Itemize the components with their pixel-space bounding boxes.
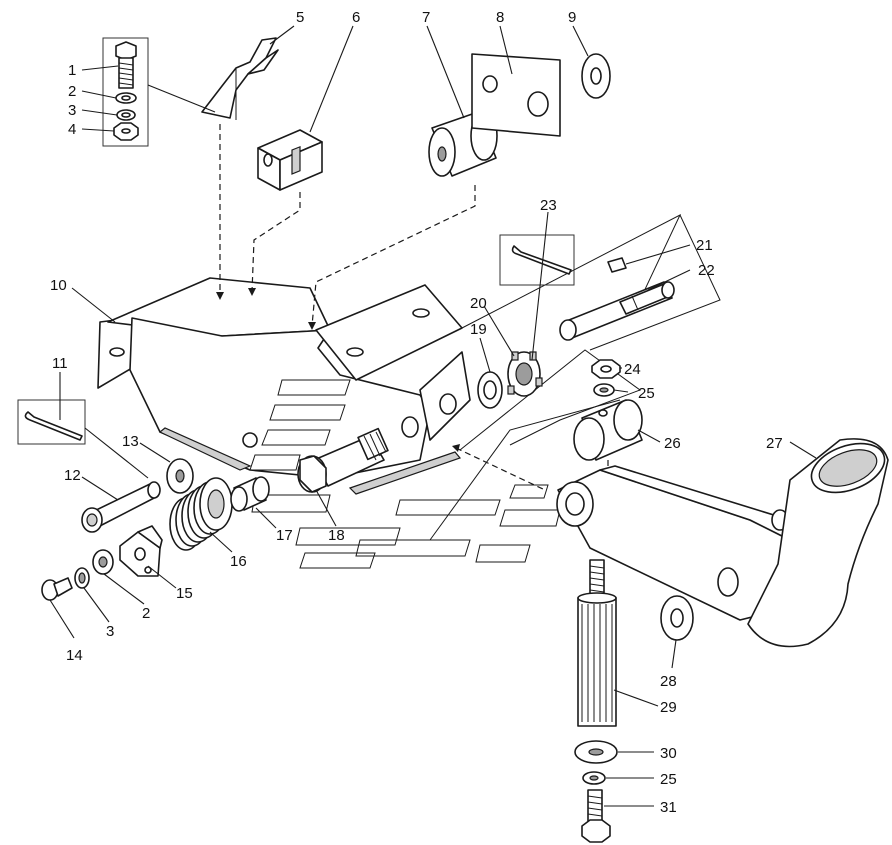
callout-16: 16 — [230, 553, 247, 570]
washer-part-2 — [92, 549, 114, 575]
callout-28: 28 — [660, 673, 677, 690]
callout-3-lower: 3 — [106, 623, 114, 640]
callout-18: 18 — [328, 527, 345, 544]
bolt-part-18 — [297, 427, 389, 493]
screw-part-14 — [41, 577, 73, 601]
bolt-part-31 — [581, 789, 611, 843]
spring-part-16 — [169, 477, 233, 551]
callout-23: 23 — [540, 197, 557, 214]
assembly-lines-top — [216, 124, 476, 330]
key-part-21 — [607, 257, 627, 273]
callout-26: 26 — [664, 435, 681, 452]
cotter-pin-part-23 — [499, 234, 575, 286]
cylinder-part-26 — [573, 399, 643, 461]
plate-part-8 — [471, 53, 561, 137]
callout-10: 10 — [50, 277, 67, 294]
callout-14: 14 — [66, 647, 83, 664]
leader-lines — [49, 25, 817, 807]
callout-21: 21 — [696, 237, 713, 254]
washer-part-13 — [166, 458, 194, 494]
callout-25-lower: 25 — [660, 771, 677, 788]
callout-19: 19 — [470, 321, 487, 338]
lever-part-27 — [556, 438, 889, 648]
lock-washer-part-25-upper — [593, 383, 615, 397]
boss-bracket-part-15 — [119, 525, 163, 577]
lock-washer-part-25-lower — [582, 771, 606, 785]
nut-part-24 — [591, 359, 621, 379]
washer-part-9 — [581, 53, 611, 99]
callout-20: 20 — [470, 295, 487, 312]
callout-24: 24 — [624, 361, 641, 378]
bracket-part-10 — [97, 277, 471, 495]
threaded-rod-part-29 — [577, 559, 617, 727]
callout-6: 6 — [352, 9, 360, 26]
clip-part-5 — [147, 37, 279, 120]
shaft-part-22 — [559, 281, 675, 341]
callout-3: 3 — [68, 102, 76, 119]
cotter-pin-part-11 — [17, 399, 149, 479]
callout-30: 30 — [660, 745, 677, 762]
callout-2-lower: 2 — [142, 605, 150, 622]
callout-15: 15 — [176, 585, 193, 602]
washer-part-28 — [660, 595, 694, 641]
lock-washer-part-3 — [74, 567, 90, 589]
callout-11: 11 — [52, 355, 68, 372]
washer-part-19 — [477, 371, 503, 409]
callout-9: 9 — [568, 9, 576, 26]
callout-25-upper: 25 — [638, 385, 655, 402]
callout-1: 1 — [68, 62, 76, 79]
washer-part-30 — [574, 740, 618, 764]
block-part-6 — [257, 129, 323, 191]
callout-labels: 1 2 3 4 5 6 7 8 9 10 11 12 13 2 3 14 15 … — [50, 9, 783, 816]
callout-13: 13 — [122, 433, 139, 450]
castle-nut-part-20 — [507, 351, 543, 397]
pin-part-12 — [81, 481, 161, 533]
callout-12: 12 — [64, 467, 81, 484]
callout-2: 2 — [68, 83, 76, 100]
callout-29: 29 — [660, 699, 677, 716]
callout-22: 22 — [698, 262, 715, 279]
callout-7: 7 — [422, 9, 430, 26]
callout-27: 27 — [766, 435, 783, 452]
callout-5: 5 — [296, 9, 304, 26]
sleeve-part-17 — [230, 476, 270, 512]
callout-4: 4 — [68, 121, 76, 138]
callout-31: 31 — [660, 799, 677, 816]
callout-8: 8 — [496, 9, 504, 26]
callout-17: 17 — [276, 527, 293, 544]
bolt-set-parts-1-4 — [102, 37, 149, 147]
